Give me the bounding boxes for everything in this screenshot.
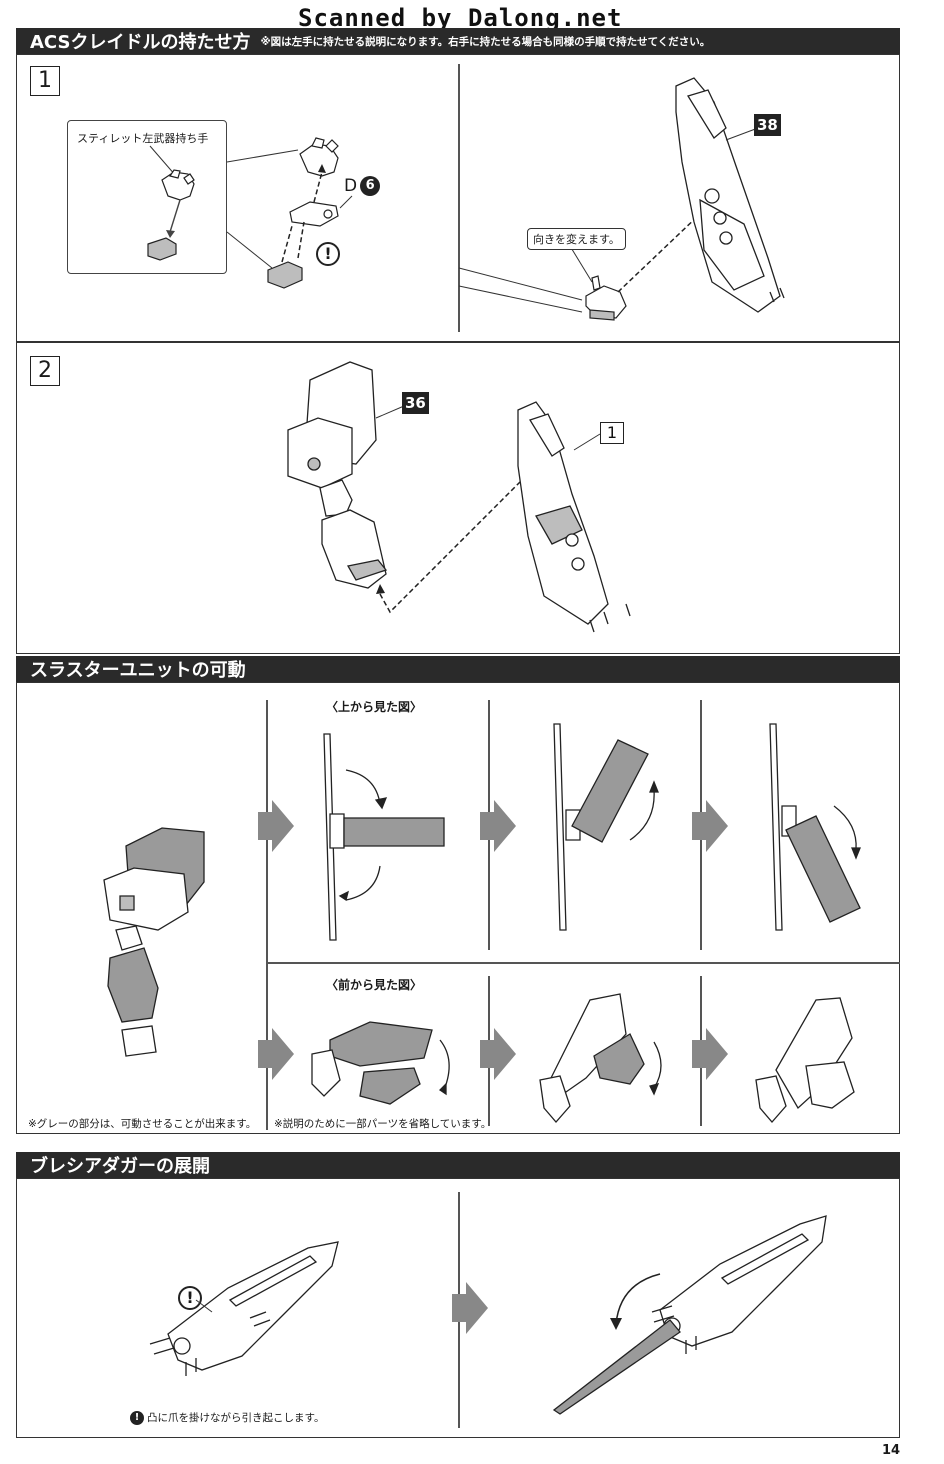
front-view-label: 〈前から見た図〉	[326, 978, 423, 992]
scan-watermark: Scanned by Dalong.net	[298, 4, 623, 32]
step2-panel	[16, 342, 900, 654]
acs-cradle-38	[676, 78, 784, 312]
thruster-divider-horizontal	[266, 962, 900, 964]
note-gray-parts: ※グレーの部分は、可動させることが出来ます。	[28, 1118, 257, 1130]
section-title: スラスターユニットの可動	[30, 660, 246, 681]
section-title: ブレシアダガーの展開	[30, 1156, 210, 1177]
section-header-dagger: ブレシアダガーの展開	[16, 1152, 900, 1178]
warning-icon: !	[316, 242, 340, 266]
top-view-rotated-up	[554, 724, 658, 930]
arm-unit-36	[288, 362, 386, 588]
inset-fist	[148, 238, 176, 260]
dagger-note: ! 凸に爪を掛けながら引き起こします。	[130, 1410, 324, 1425]
part-badge-38: 38	[754, 114, 781, 136]
hand-top	[300, 138, 338, 176]
dagger-closed	[150, 1242, 338, 1376]
cradle-assembled	[518, 402, 630, 632]
thruster-divider-main	[266, 700, 268, 1130]
page-number: 14	[882, 1443, 901, 1458]
part-ref-d6: D 6	[344, 176, 381, 196]
top-view-rotated-down	[770, 724, 860, 930]
section-header-thruster: スラスターユニットの可動	[16, 656, 900, 682]
part-letter: D	[344, 176, 358, 196]
grip-part	[290, 202, 338, 226]
step-number-2: 2	[30, 356, 60, 386]
front-view-half-open	[540, 994, 661, 1122]
part-number-circle: 6	[360, 176, 381, 196]
front-view-open	[756, 998, 854, 1122]
step-number-1: 1	[30, 66, 60, 96]
section-header-acs-cradle: ACSクレイドルの持たせ方 ※図は左手に持たせる説明になります。右手に持たせる場…	[16, 28, 900, 54]
note-omitted-parts: ※説明のために一部パーツを省略しています。	[274, 1118, 492, 1130]
inset-hand-top	[162, 170, 194, 200]
warning-icon: !	[178, 1286, 202, 1310]
front-view-closed	[312, 1022, 449, 1104]
inset-left-weapon-hand	[67, 120, 227, 274]
hand-rotated	[586, 276, 626, 320]
top-view-label: 〈上から見た図〉	[326, 700, 423, 714]
fist-bottom	[268, 262, 302, 288]
dagger-open	[554, 1216, 826, 1414]
step-ref-badge-1: 1	[600, 422, 624, 444]
arrow-dagger-step	[452, 1282, 488, 1334]
section-note: ※図は左手に持たせる説明になります。右手に持たせる場合も同様の手順で持たせてくだ…	[260, 35, 711, 48]
arm-thruster	[104, 828, 204, 1056]
section-title: ACSクレイドルの持たせ方	[30, 32, 251, 53]
step1-divider	[458, 64, 460, 332]
part-badge-36: 36	[402, 392, 429, 414]
note-marker: !	[130, 1410, 144, 1425]
callout-change-direction: 向きを変えます。	[527, 228, 626, 250]
top-view-neutral	[324, 734, 444, 940]
inset-label: スティレット左武器持ち手	[77, 132, 209, 145]
note-text: 凸に爪を掛けながら引き起こします。	[147, 1412, 325, 1424]
step-arrows	[258, 800, 728, 1080]
